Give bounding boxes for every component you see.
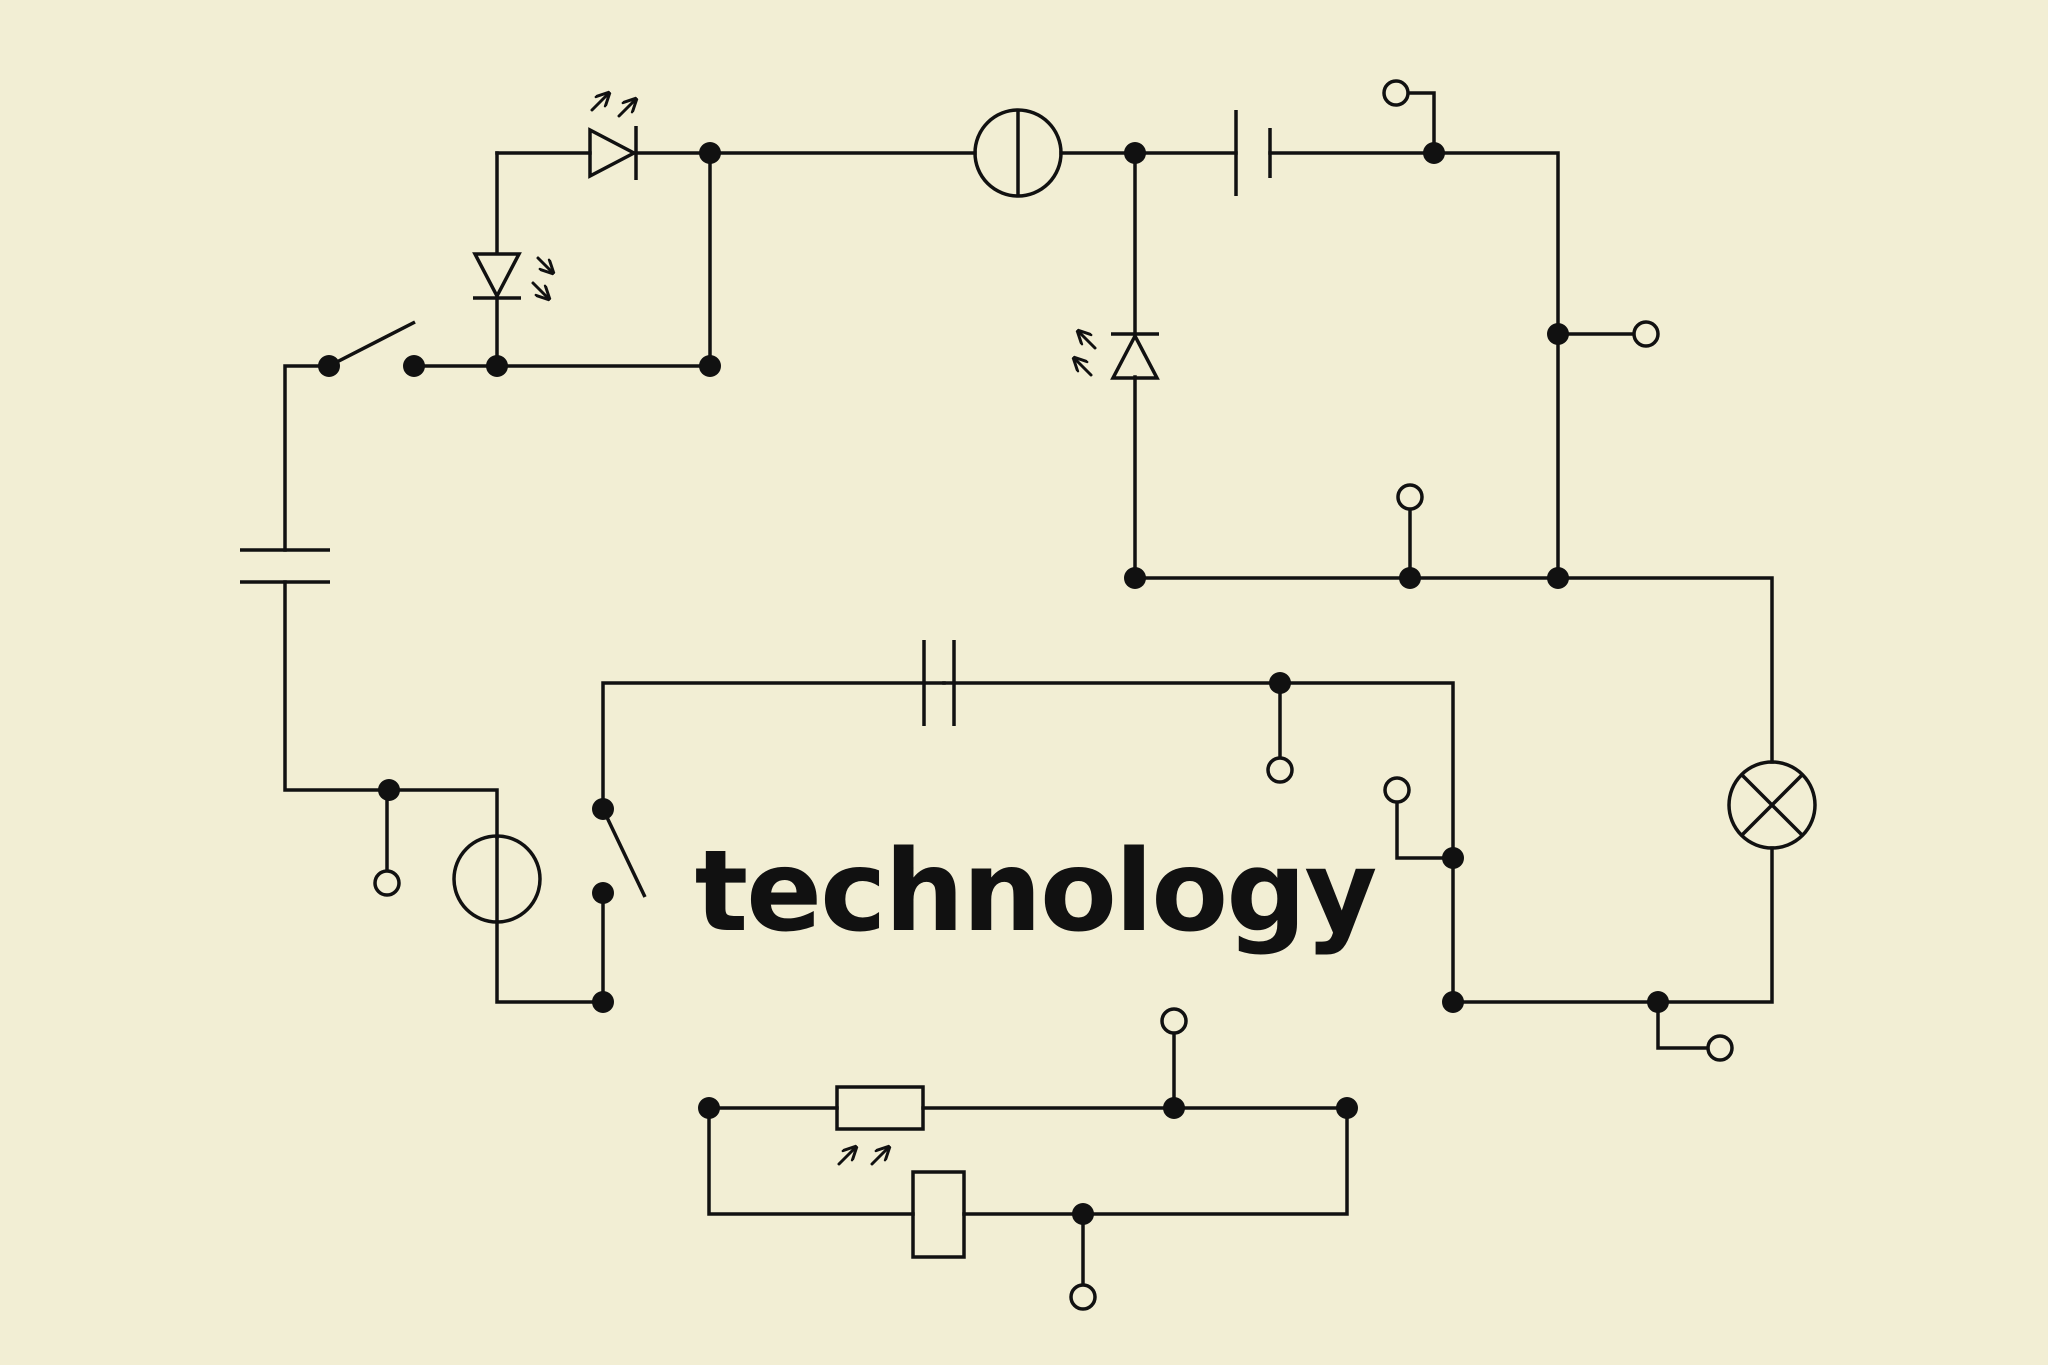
capacitor-icon [240, 548, 330, 584]
source-icon [973, 108, 1063, 198]
source-icon [452, 834, 542, 924]
lamp-icon [1727, 760, 1817, 850]
photodiode-icon [1075, 332, 1160, 380]
wires [283, 91, 1774, 1299]
led-icon [472, 252, 552, 298]
led-icon [588, 94, 636, 180]
relay-coil-icon [911, 1170, 966, 1259]
capacitor-icon [1234, 110, 1272, 196]
junction-dots [318, 142, 1669, 1225]
diagram-title: technology [695, 827, 1376, 957]
capacitor-icon [922, 640, 956, 726]
switch-icon [601, 808, 647, 898]
switch-icon [328, 320, 416, 368]
resistor-icon [835, 1085, 925, 1166]
terminal-icon [373, 79, 1734, 1311]
